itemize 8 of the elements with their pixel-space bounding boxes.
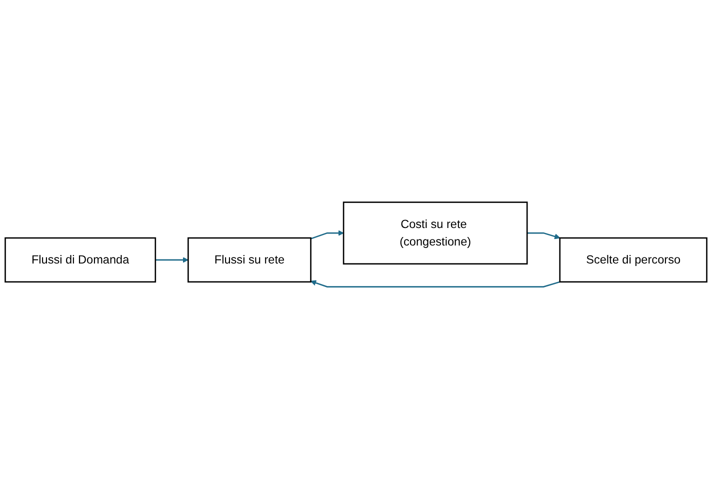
node-box: Costi su rete (congestione): [342, 202, 528, 264]
node-box: Flussi su rete: [188, 237, 312, 282]
node-box: Scelte di percorso: [559, 237, 708, 282]
node-box: Flussi di Domanda: [4, 237, 156, 282]
arrow: [155, 257, 188, 263]
arrow: [310, 230, 344, 240]
arrow: [310, 280, 560, 288]
arrow: [527, 232, 560, 240]
